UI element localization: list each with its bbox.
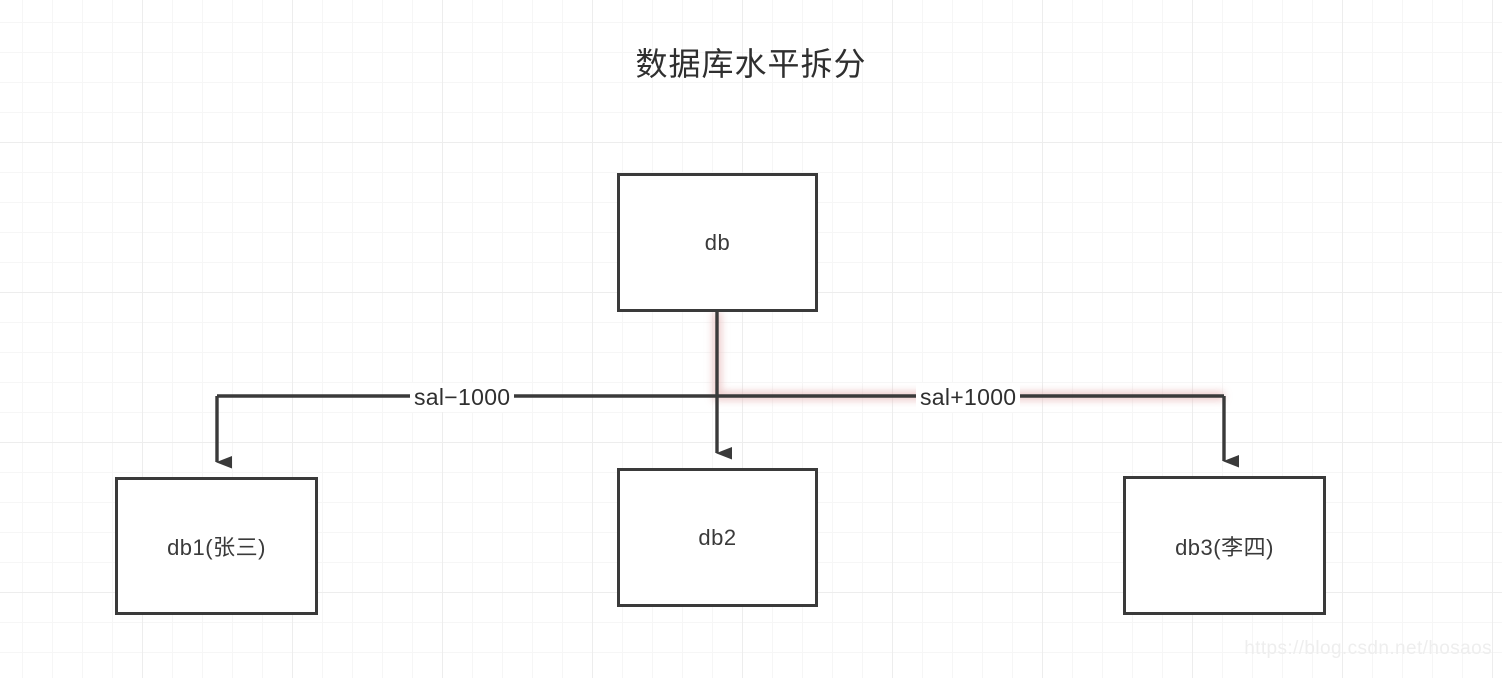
node-db2[interactable]: db2: [617, 468, 818, 607]
edge-label-sal-minus-1000: sal−1000: [410, 383, 515, 412]
node-db-label: db: [704, 229, 731, 255]
node-db1-label: db1(张三): [167, 535, 266, 560]
node-db2-label: db2: [698, 524, 737, 550]
node-db1[interactable]: db1(张三): [115, 477, 318, 615]
page-title: 数据库水平拆分: [635, 46, 867, 82]
edge-label-sal-plus-1000: sal+1000: [916, 383, 1021, 412]
node-db3-label: db3(李四): [1175, 534, 1274, 560]
node-db[interactable]: db: [617, 173, 818, 312]
node-db3[interactable]: db3(李四): [1123, 476, 1326, 615]
watermark: https://blog.csdn.net/hosaos: [1244, 638, 1492, 659]
